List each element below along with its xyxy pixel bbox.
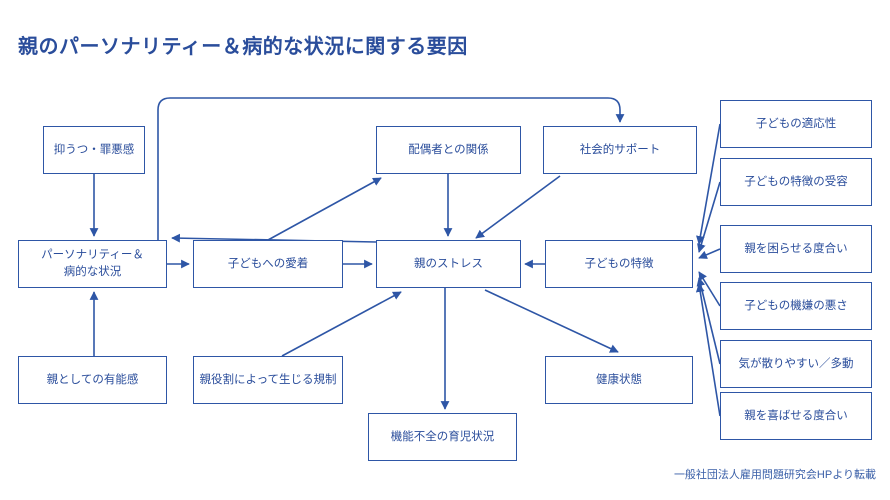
edge-role-restriction-to-parent-stress	[281, 291, 402, 357]
node-personality[interactable]: パーソナリティー＆病的な状況	[18, 240, 167, 288]
node-child-traits[interactable]: 子どもの特徴	[545, 240, 693, 288]
node-label: 親のストレス	[414, 257, 483, 270]
node-demandingness[interactable]: 親を困らせる度合い	[720, 225, 872, 273]
node-label: 子どもの機嫌の悪さ	[744, 299, 848, 312]
node-label: パーソナリティー＆病的な状況	[41, 249, 144, 278]
node-health[interactable]: 健康状態	[545, 356, 693, 404]
edge-mood-to-child-traits	[698, 271, 721, 307]
edge-demandingness-to-child-traits	[698, 248, 721, 259]
page-title: 親のパーソナリティー＆病的な状況に関する要因	[18, 36, 468, 58]
edge-reinforcement-to-child-traits	[695, 283, 721, 417]
node-acceptability[interactable]: 子どもの特徴の受容	[720, 158, 872, 206]
node-social-support[interactable]: 社会的サポート	[543, 126, 697, 174]
node-label: 気が散りやすい／多動	[738, 357, 854, 370]
node-label: 子どもの特徴の受容	[744, 175, 848, 188]
node-competence[interactable]: 親としての有能感	[18, 356, 167, 404]
source-credit: 一般社団法人雇用問題研究会HPより転載	[673, 469, 876, 481]
node-role-restriction[interactable]: 親役割によって生じる規制	[193, 356, 343, 404]
node-label: 親を困らせる度合い	[744, 242, 848, 255]
edge-attachment-to-spouse	[267, 177, 382, 241]
edge-acceptability-to-child-traits	[697, 181, 721, 253]
node-label: 抑うつ・罪悪感	[53, 143, 135, 156]
node-dysfunction[interactable]: 機能不全の育児状況	[368, 413, 517, 461]
node-reinforcement[interactable]: 親を喜ばせる度合い	[720, 392, 872, 440]
node-label: 子どもの特徴	[584, 257, 654, 270]
node-label: 親としての有能感	[46, 373, 139, 386]
node-depression[interactable]: 抑うつ・罪悪感	[43, 126, 145, 174]
node-label: 子どもへの愛着	[227, 257, 309, 270]
node-label: 配偶者との関係	[408, 143, 489, 156]
node-parent-stress[interactable]: 親のストレス	[376, 240, 521, 288]
edge-adaptability-to-child-traits	[696, 123, 721, 245]
node-attachment[interactable]: 子どもへの愛着	[193, 240, 343, 288]
node-label: 子どもの適応性	[755, 117, 837, 130]
node-label: 親役割によって生じる規制	[199, 373, 337, 386]
edge-social-support-to-parent-stress	[475, 175, 561, 239]
node-label: 機能不全の育児状況	[390, 430, 495, 443]
node-adaptability[interactable]: 子どもの適応性	[720, 100, 872, 148]
node-label: 親を喜ばせる度合い	[744, 409, 848, 422]
edge-parent-stress-to-health	[484, 289, 619, 353]
node-label: 健康状態	[596, 373, 642, 386]
node-spouse[interactable]: 配偶者との関係	[376, 126, 521, 174]
node-label: 社会的サポート	[579, 143, 661, 156]
node-distractibility[interactable]: 気が散りやすい／多動	[720, 340, 872, 388]
node-mood[interactable]: 子どもの機嫌の悪さ	[720, 282, 872, 330]
edge-distractibility-to-child-traits	[696, 277, 721, 365]
